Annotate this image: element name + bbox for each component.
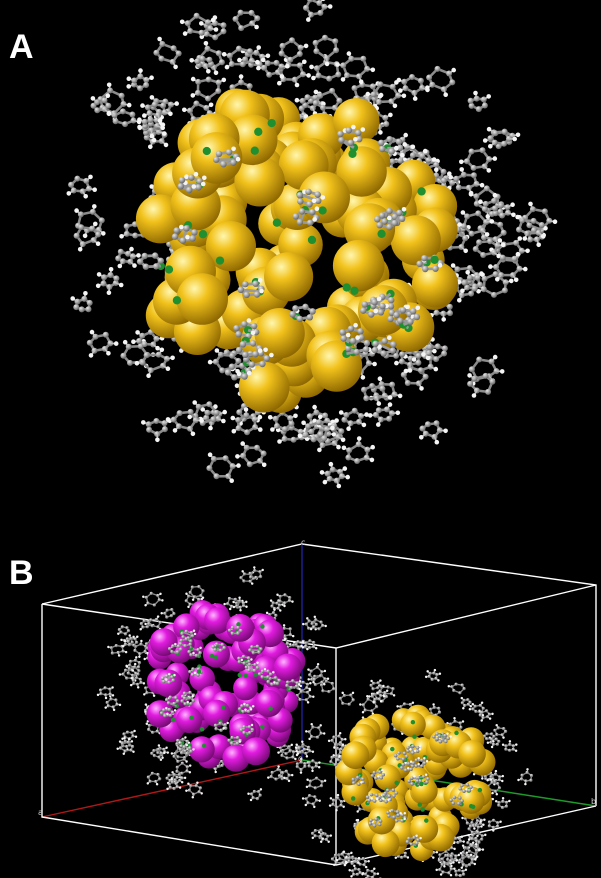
surface-ligands [136,118,444,381]
nanocluster [96,566,336,802]
panel-a: A [9,0,558,489]
surface-ligands [350,719,483,848]
metal-core [146,600,306,772]
cluster-a-rendering [66,0,558,489]
panel-label-b: B [9,554,34,592]
axis-label-b: b [591,797,597,806]
nanocluster [301,668,534,878]
panel-label-a: A [9,28,34,66]
unit-cell-rendering [41,543,597,878]
unit-cell-box [41,543,597,866]
panel-b: B c a b o [0,520,601,878]
axis-label-a: a [38,808,43,817]
axis-label-origin: o [298,754,303,763]
axis-label-c: c [301,538,306,547]
surface-ligands [158,622,301,756]
nanocluster [66,0,558,489]
